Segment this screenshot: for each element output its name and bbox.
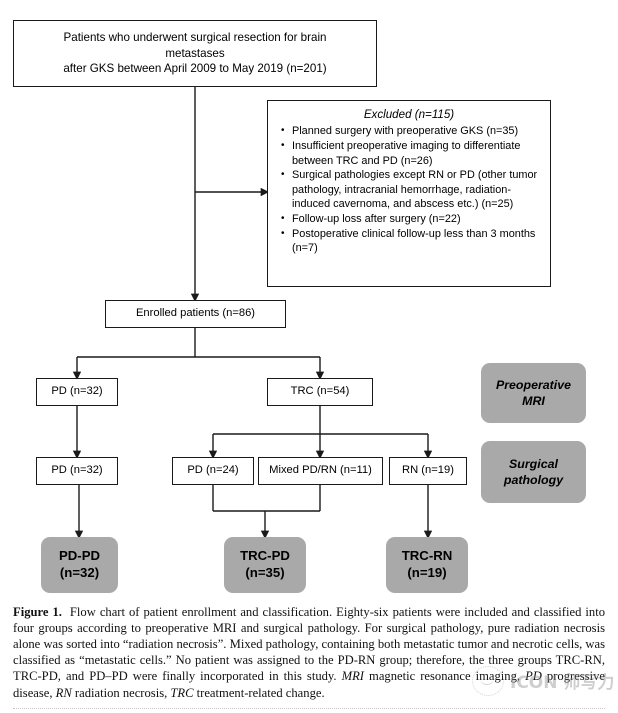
- node-pathology-mixed: Mixed PD/RN (n=11): [258, 457, 383, 485]
- result-name: PD-PD: [58, 548, 101, 564]
- flowchart-connectors: [72, 87, 433, 540]
- list-item: Postoperative clinical follow-up less th…: [281, 227, 540, 256]
- node-enrolled-patients: Enrolled patients (n=86): [105, 300, 286, 328]
- caption-abbr-trc-def: treatment-related change.: [193, 685, 325, 700]
- figure-caption: Figure 1. Flow chart of patient enrollme…: [13, 604, 605, 701]
- list-item: Planned surgery with preoperative GKS (n…: [281, 124, 540, 138]
- stage-label-line-2: MRI: [522, 394, 545, 408]
- caption-body: Flow chart of patient enrollment and cla…: [13, 605, 605, 684]
- node-pathology-rn19: RN (n=19): [389, 457, 467, 485]
- node-excluded: Excluded (n=115) Planned surgery with pr…: [267, 100, 551, 287]
- caption-abbr-pd-def: progressive disease,: [13, 669, 605, 700]
- stage-label-surgical-pathology: Surgical pathology: [481, 441, 586, 503]
- result-count: (n=19): [407, 565, 447, 580]
- caption-abbr-trc: TRC: [170, 685, 194, 700]
- list-item: Surgical pathologies except RN or PD (ot…: [281, 168, 540, 211]
- caption-abbr-mri-def: magnetic resonance imaging,: [363, 669, 526, 684]
- result-group-pd-pd: PD-PD (n=32): [41, 537, 118, 593]
- result-group-trc-rn: TRC-RN (n=19): [386, 537, 468, 593]
- result-group-trc-pd: TRC-PD (n=35): [224, 537, 306, 593]
- result-name: TRC-PD: [240, 548, 290, 564]
- top-box-line-1: Patients who underwent surgical resectio…: [63, 31, 327, 45]
- caption-abbr-pd: PD: [525, 669, 542, 684]
- caption-abbr-rn: RN: [55, 685, 72, 700]
- page-bottom-rule: [13, 708, 605, 709]
- result-count: (n=32): [59, 565, 100, 580]
- result-name: TRC-RN: [401, 548, 453, 564]
- top-box-line-3: after GKS between April 2009 to May 2019…: [63, 62, 327, 76]
- stage-label-line-1: Surgical: [509, 456, 558, 471]
- excluded-reason-list: Planned surgery with preoperative GKS (n…: [276, 124, 542, 256]
- caption-figure-label: Figure 1.: [13, 605, 62, 619]
- node-mri-trc: TRC (n=54): [267, 378, 373, 406]
- result-count: (n=35): [245, 565, 285, 580]
- node-mri-pd: PD (n=32): [36, 378, 118, 406]
- flowchart-canvas: Patients who underwent surgical resectio…: [0, 0, 618, 600]
- caption-abbr-mri: MRI: [341, 669, 364, 684]
- stage-label-line-2: pathology: [503, 473, 564, 487]
- node-pathology-pd24: PD (n=24): [172, 457, 254, 485]
- stage-label-line-1: Preoperative: [495, 377, 572, 392]
- excluded-title: Excluded (n=115): [363, 108, 455, 121]
- list-item: Follow-up loss after surgery (n=22): [281, 212, 540, 226]
- stage-label-preoperative-mri: Preoperative MRI: [481, 363, 586, 423]
- top-box-line-2: metastases: [165, 46, 225, 60]
- node-top-population: Patients who underwent surgical resectio…: [13, 20, 377, 87]
- list-item: Insufficient preoperative imaging to dif…: [281, 139, 540, 168]
- caption-abbr-rn-def: radiation necrosis,: [71, 685, 171, 700]
- node-pathology-pd-left: PD (n=32): [36, 457, 118, 485]
